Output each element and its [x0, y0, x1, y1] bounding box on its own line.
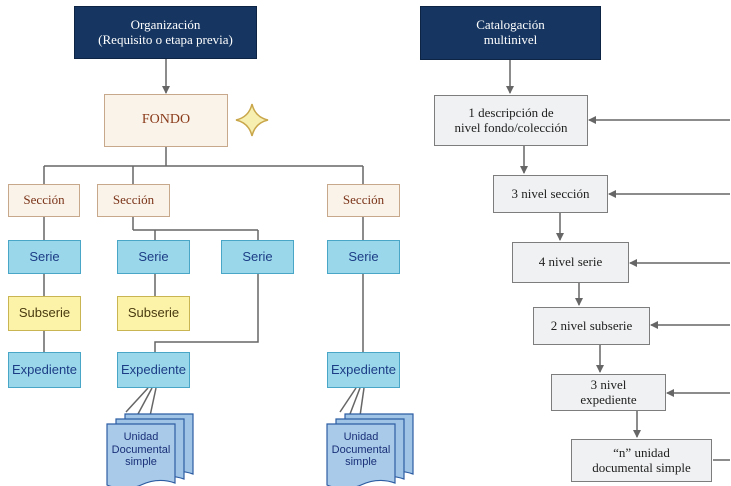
organizacion-header: Organización (Requisito o etapa previa) — [74, 6, 257, 59]
documento-label-1: Unidad Documental simple — [111, 431, 171, 469]
subserie-node-2: Subserie — [117, 296, 190, 331]
serie-node-1: Serie — [8, 240, 81, 274]
seccion-node-3: Sección — [327, 184, 400, 217]
document-stack-2 — [326, 413, 414, 486]
fondo-node: FONDO — [104, 94, 228, 147]
document-stack-1 — [106, 413, 194, 486]
documento-label-2: Unidad Documental simple — [331, 431, 391, 469]
serie-node-4: Serie — [327, 240, 400, 274]
connector-serie-3-expediente-2 — [154, 274, 259, 352]
serie-node-2: Serie — [117, 240, 190, 274]
level-node-3: 4 nivel serie — [512, 242, 629, 283]
level-node-6: “n” unidad documental simple — [571, 439, 712, 482]
expediente-node-3: Expediente — [327, 352, 400, 388]
subserie-node-1: Subserie — [8, 296, 81, 331]
level-node-4: 2 nivel subserie — [533, 307, 650, 345]
star-icon — [235, 103, 269, 137]
level-node-2: 3 nivel sección — [493, 175, 608, 213]
expediente-node-2: Expediente — [117, 352, 190, 388]
level-node-1: 1 descripción de nivel fondo/colección — [434, 95, 588, 146]
serie-node-3: Serie — [221, 240, 294, 274]
expediente-node-1: Expediente — [8, 352, 81, 388]
seccion-node-2: Sección — [97, 184, 170, 217]
level-node-5: 3 nivel expediente — [551, 374, 666, 411]
seccion-node-1: Sección — [8, 184, 80, 217]
catalogacion-header: Catalogación multinivel — [420, 6, 601, 60]
